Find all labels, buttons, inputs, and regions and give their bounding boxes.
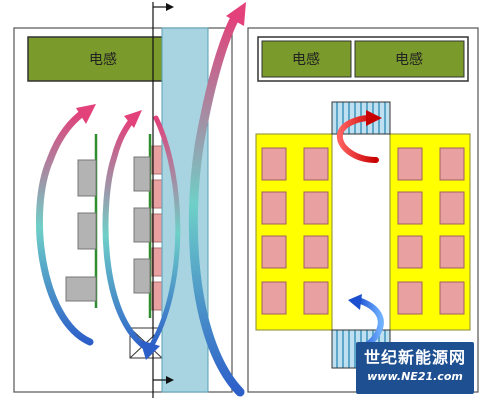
pink-component-grid-15 [397,281,423,315]
airflow-arrow-heatsink [188,11,245,397]
right-inductor-label-1: 电感 [292,51,320,68]
right-inductor-block-2 [354,40,465,78]
airflow-arrowhead-3 [140,340,160,360]
section-arrowhead-top [166,3,174,11]
right-inductor-label-2: 电感 [395,51,423,68]
left-inductor-label: 电感 [89,51,117,68]
gray-component-4 [133,156,151,192]
pink-component-grid-14 [303,281,329,315]
airflow-arrow-2 [102,117,153,353]
pink-component-grid-7 [397,191,423,225]
heatsink [161,27,209,393]
blue-airflow-arrowhead [348,294,362,310]
pink-component-grid-3 [397,147,423,181]
airflow-arrow-3 [147,115,181,351]
airflow-arrowhead-heatsink [226,2,246,26]
left-airflow-arrows [35,2,246,397]
pink-component-grid-2 [303,147,329,181]
watermark-brand: 世纪新能源网 [363,348,466,367]
pink-component-grid-11 [397,235,423,269]
pink-component-grid-4 [439,147,465,181]
airflow-arrowhead-2 [124,110,142,128]
pink-component-grid-8 [439,191,465,225]
gray-component-3 [65,276,97,302]
pink-component-grid-12 [439,235,465,269]
gray-component-6 [133,258,151,294]
gray-component-1 [77,159,97,197]
pink-component-grid-6 [303,191,329,225]
right-inductor-block-1 [261,40,352,78]
pink-component-grid-1 [261,147,287,181]
pink-component-grid-9 [261,235,287,269]
pink-component-grid-13 [261,281,287,315]
airflow-arrow-1 [35,108,94,346]
red-airflow-arrow [336,115,379,163]
gray-component-5 [133,207,151,243]
section-arrowhead-bottom [166,376,174,384]
airflow-arrowhead-1 [76,104,96,124]
pink-component-grid-5 [261,191,287,225]
watermark-url: www.NE21.com [367,370,463,383]
right-component-grid [261,147,465,315]
red-airflow-arrowhead [366,110,382,126]
pink-component-grid-10 [303,235,329,269]
pink-component-grid-16 [439,281,465,315]
watermark-logo: 世纪新能源网 www.NE21.com [356,342,474,394]
gray-component-2 [77,212,97,250]
